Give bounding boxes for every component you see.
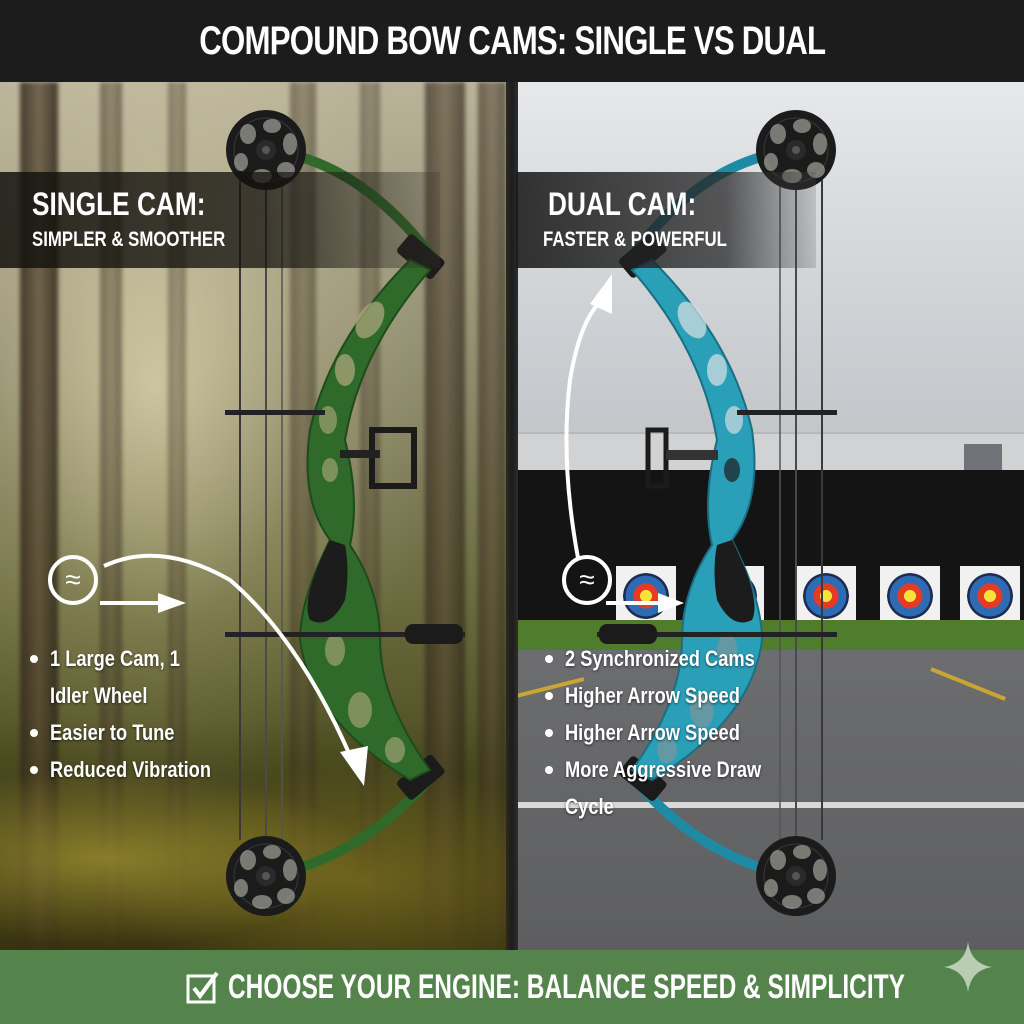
- panel-divider: [506, 82, 518, 950]
- wave-circle-icon: ≈: [562, 555, 612, 605]
- building: [516, 432, 1024, 472]
- wave-circle-icon: ≈: [48, 555, 98, 605]
- feature-item-continued: Idler Wheel: [50, 683, 148, 708]
- single-cam-title: SINGLE CAM:: [32, 186, 206, 222]
- feature-item: Reduced Vibration: [30, 751, 244, 788]
- archery-target: [616, 566, 676, 626]
- footer-tagline: CHOOSE YOUR ENGINE: BALANCE SPEED & SIMP…: [228, 967, 905, 1006]
- feature-item: 1 Large Cam, 1: [30, 640, 244, 677]
- feature-item: Higher Arrow Speed: [545, 677, 801, 714]
- building-window: [964, 444, 1002, 470]
- header-bar: COMPOUND BOW CAMS: SINGLE VS DUAL: [0, 0, 1024, 82]
- footer-banner: CHOOSE YOUR ENGINE: BALANCE SPEED & SIMP…: [0, 950, 1024, 1024]
- archery-target: [704, 566, 764, 626]
- archery-target: [796, 566, 856, 626]
- archery-target: [960, 566, 1020, 626]
- feature-item: Easier to Tune: [30, 714, 244, 751]
- dual-cam-subtitle: FASTER & POWERFUL: [543, 228, 727, 251]
- dual-cam-label-box: DUAL CAM: FASTER & POWERFUL: [516, 172, 816, 268]
- single-cam-subtitle: SIMPLER & SMOOTHER: [32, 228, 226, 251]
- dual-cam-features: 2 Synchronized Cams Higher Arrow Speed H…: [545, 640, 801, 825]
- single-cam-label-box: SINGLE CAM: SIMPLER & SMOOTHER: [0, 172, 440, 268]
- checkbox-checked-icon: [186, 971, 219, 1004]
- single-cam-features: 1 Large Cam, 1 Idler Wheel Easier to Tun…: [30, 640, 244, 788]
- feature-item-continued: Cycle: [565, 794, 614, 819]
- archery-target: [880, 566, 940, 626]
- sparkle-icon: [944, 942, 992, 992]
- feature-item: 2 Synchronized Cams: [545, 640, 801, 677]
- feature-item: Higher Arrow Speed: [545, 714, 801, 751]
- feature-item: More Aggressive Draw: [545, 751, 801, 788]
- dual-cam-title: DUAL CAM:: [548, 186, 697, 222]
- page-title: COMPOUND BOW CAMS: SINGLE VS DUAL: [198, 18, 826, 63]
